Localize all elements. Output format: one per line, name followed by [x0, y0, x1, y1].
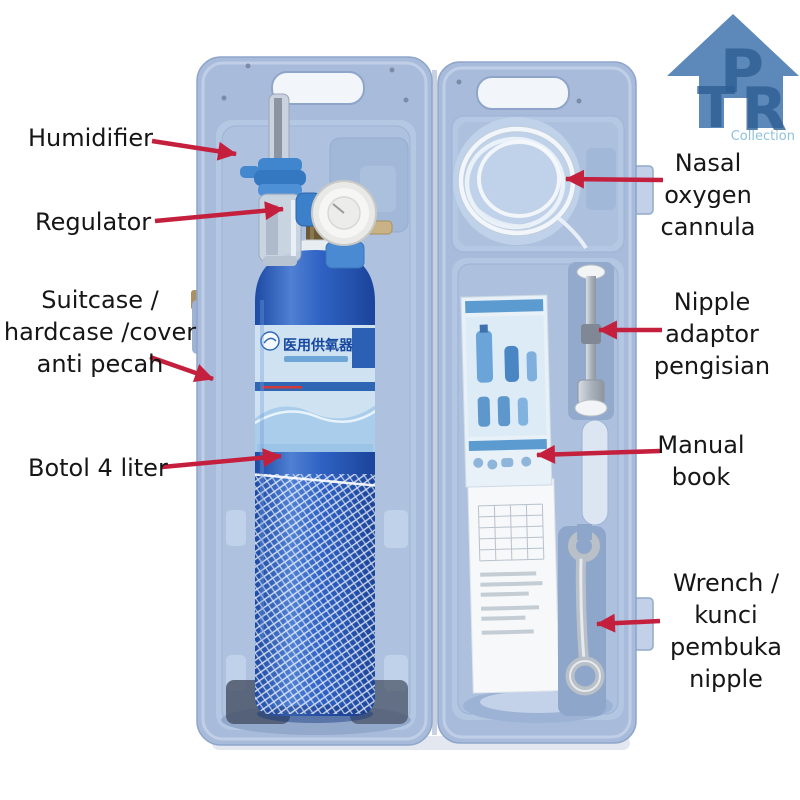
molded-tab: [384, 510, 408, 548]
label-botol: Botol 4 liter: [28, 454, 168, 482]
logo-subtitle: Collection: [731, 129, 795, 144]
screw: [576, 98, 582, 104]
label-subtext-bar: [284, 356, 348, 362]
logo-house-door: [724, 98, 748, 128]
suitcase-arrow-icon: [149, 354, 214, 383]
humidifier-arrow-icon: [151, 138, 237, 161]
label-dark-strip: [255, 382, 375, 391]
label-suitcase-line2: hardcase /cover: [3, 318, 197, 346]
cover-bottle-illustrations: [475, 324, 538, 427]
cover-header: [465, 299, 544, 314]
valve-highlight: [310, 216, 314, 242]
nipple-adaptor: [568, 262, 614, 420]
protective-mesh: [255, 472, 375, 714]
wrench-arrow-icon: [596, 613, 661, 633]
hinge-seam: [432, 70, 437, 735]
cover-divider: [468, 439, 547, 452]
logo-letter-t: T: [697, 76, 735, 141]
label-suitcase-line1: Suitcase /: [41, 286, 159, 314]
adaptor-grip: [581, 324, 601, 344]
left-handle-cutout: [271, 71, 365, 105]
label-regulator: Regulator: [35, 208, 152, 236]
label-wrench: Wrench / kunci pembuka nipple: [651, 567, 800, 695]
label-wave-art: [255, 404, 375, 452]
label-nasal: Nasal oxygen cannula: [633, 147, 783, 243]
nasal-arrow-icon: [565, 169, 664, 189]
chamber-highlight: [291, 200, 296, 256]
screw: [389, 67, 395, 73]
regulator-arrow-icon: [154, 201, 284, 224]
label-wrench-line2: kunci: [694, 601, 758, 629]
bottle-brand-icon: [260, 331, 280, 351]
regulator: [295, 180, 393, 269]
manual-book: [460, 294, 560, 694]
label-bottom-bar: [257, 444, 373, 452]
label-manual-line1: Manual: [657, 431, 745, 459]
tpr-logo: T P R Collection: [667, 14, 799, 145]
label-wrench-line4: nipple: [689, 665, 763, 693]
manual-text-lines: [480, 571, 543, 635]
humidifier-cap-ring: [254, 170, 306, 186]
screw: [403, 97, 409, 103]
humidifier-tube-core: [274, 98, 282, 160]
humidifier-cap-ring: [258, 184, 302, 196]
manual-table: [477, 503, 545, 562]
label-wrench-line1: Wrench /: [672, 569, 780, 597]
label-manual-line2: book: [671, 463, 731, 491]
bottle-label-text: 医用供氧器: [283, 337, 354, 354]
label-nasal-line2: oxygen: [664, 181, 752, 209]
label-suitcase: Suitcase / hardcase /cover anti pecah: [0, 284, 200, 380]
callout-arrows: [149, 138, 664, 633]
label-nipple: Nipple adaptor pengisian: [634, 286, 790, 382]
wrench-jaw-gap: [577, 524, 592, 540]
screw: [221, 95, 227, 101]
label-nasal-line3: cannula: [660, 213, 756, 241]
botol-arrow-icon: [161, 448, 282, 470]
label-suitcase-line3: anti pecah: [36, 350, 164, 378]
manual-arrow-icon: [536, 444, 661, 464]
logo-letter-r: R: [741, 75, 787, 145]
cover-icons-row: [473, 456, 532, 470]
logo-house-roof: [667, 14, 799, 76]
adaptor-base-disc: [574, 399, 608, 417]
label-side-block: [352, 328, 375, 368]
oxygen-bottle: 医用供氧器: [255, 214, 375, 723]
molded-tab: [226, 510, 246, 546]
chamber-base: [263, 256, 297, 266]
label-nipple-line3: pengisian: [653, 352, 771, 380]
label-humidifier: Humidifier: [28, 124, 153, 152]
logo-letter-p: P: [720, 37, 764, 107]
label-nasal-line1: Nasal: [674, 149, 742, 177]
right-handle-cutout: [476, 76, 570, 110]
humidifier-cap-ring: [258, 158, 302, 172]
screw: [456, 79, 462, 85]
label-wrench-line3: pembuka: [669, 633, 782, 661]
bottle-label: 医用供氧器: [255, 325, 375, 452]
screw: [245, 63, 251, 69]
label-manual: Manual book: [631, 429, 771, 493]
label-nipple-line2: adaptor: [665, 320, 759, 348]
label-nipple-line1: Nipple: [673, 288, 751, 316]
grip-slot: [581, 419, 609, 526]
gauge-needle: [332, 203, 345, 214]
wrench: [558, 524, 606, 716]
